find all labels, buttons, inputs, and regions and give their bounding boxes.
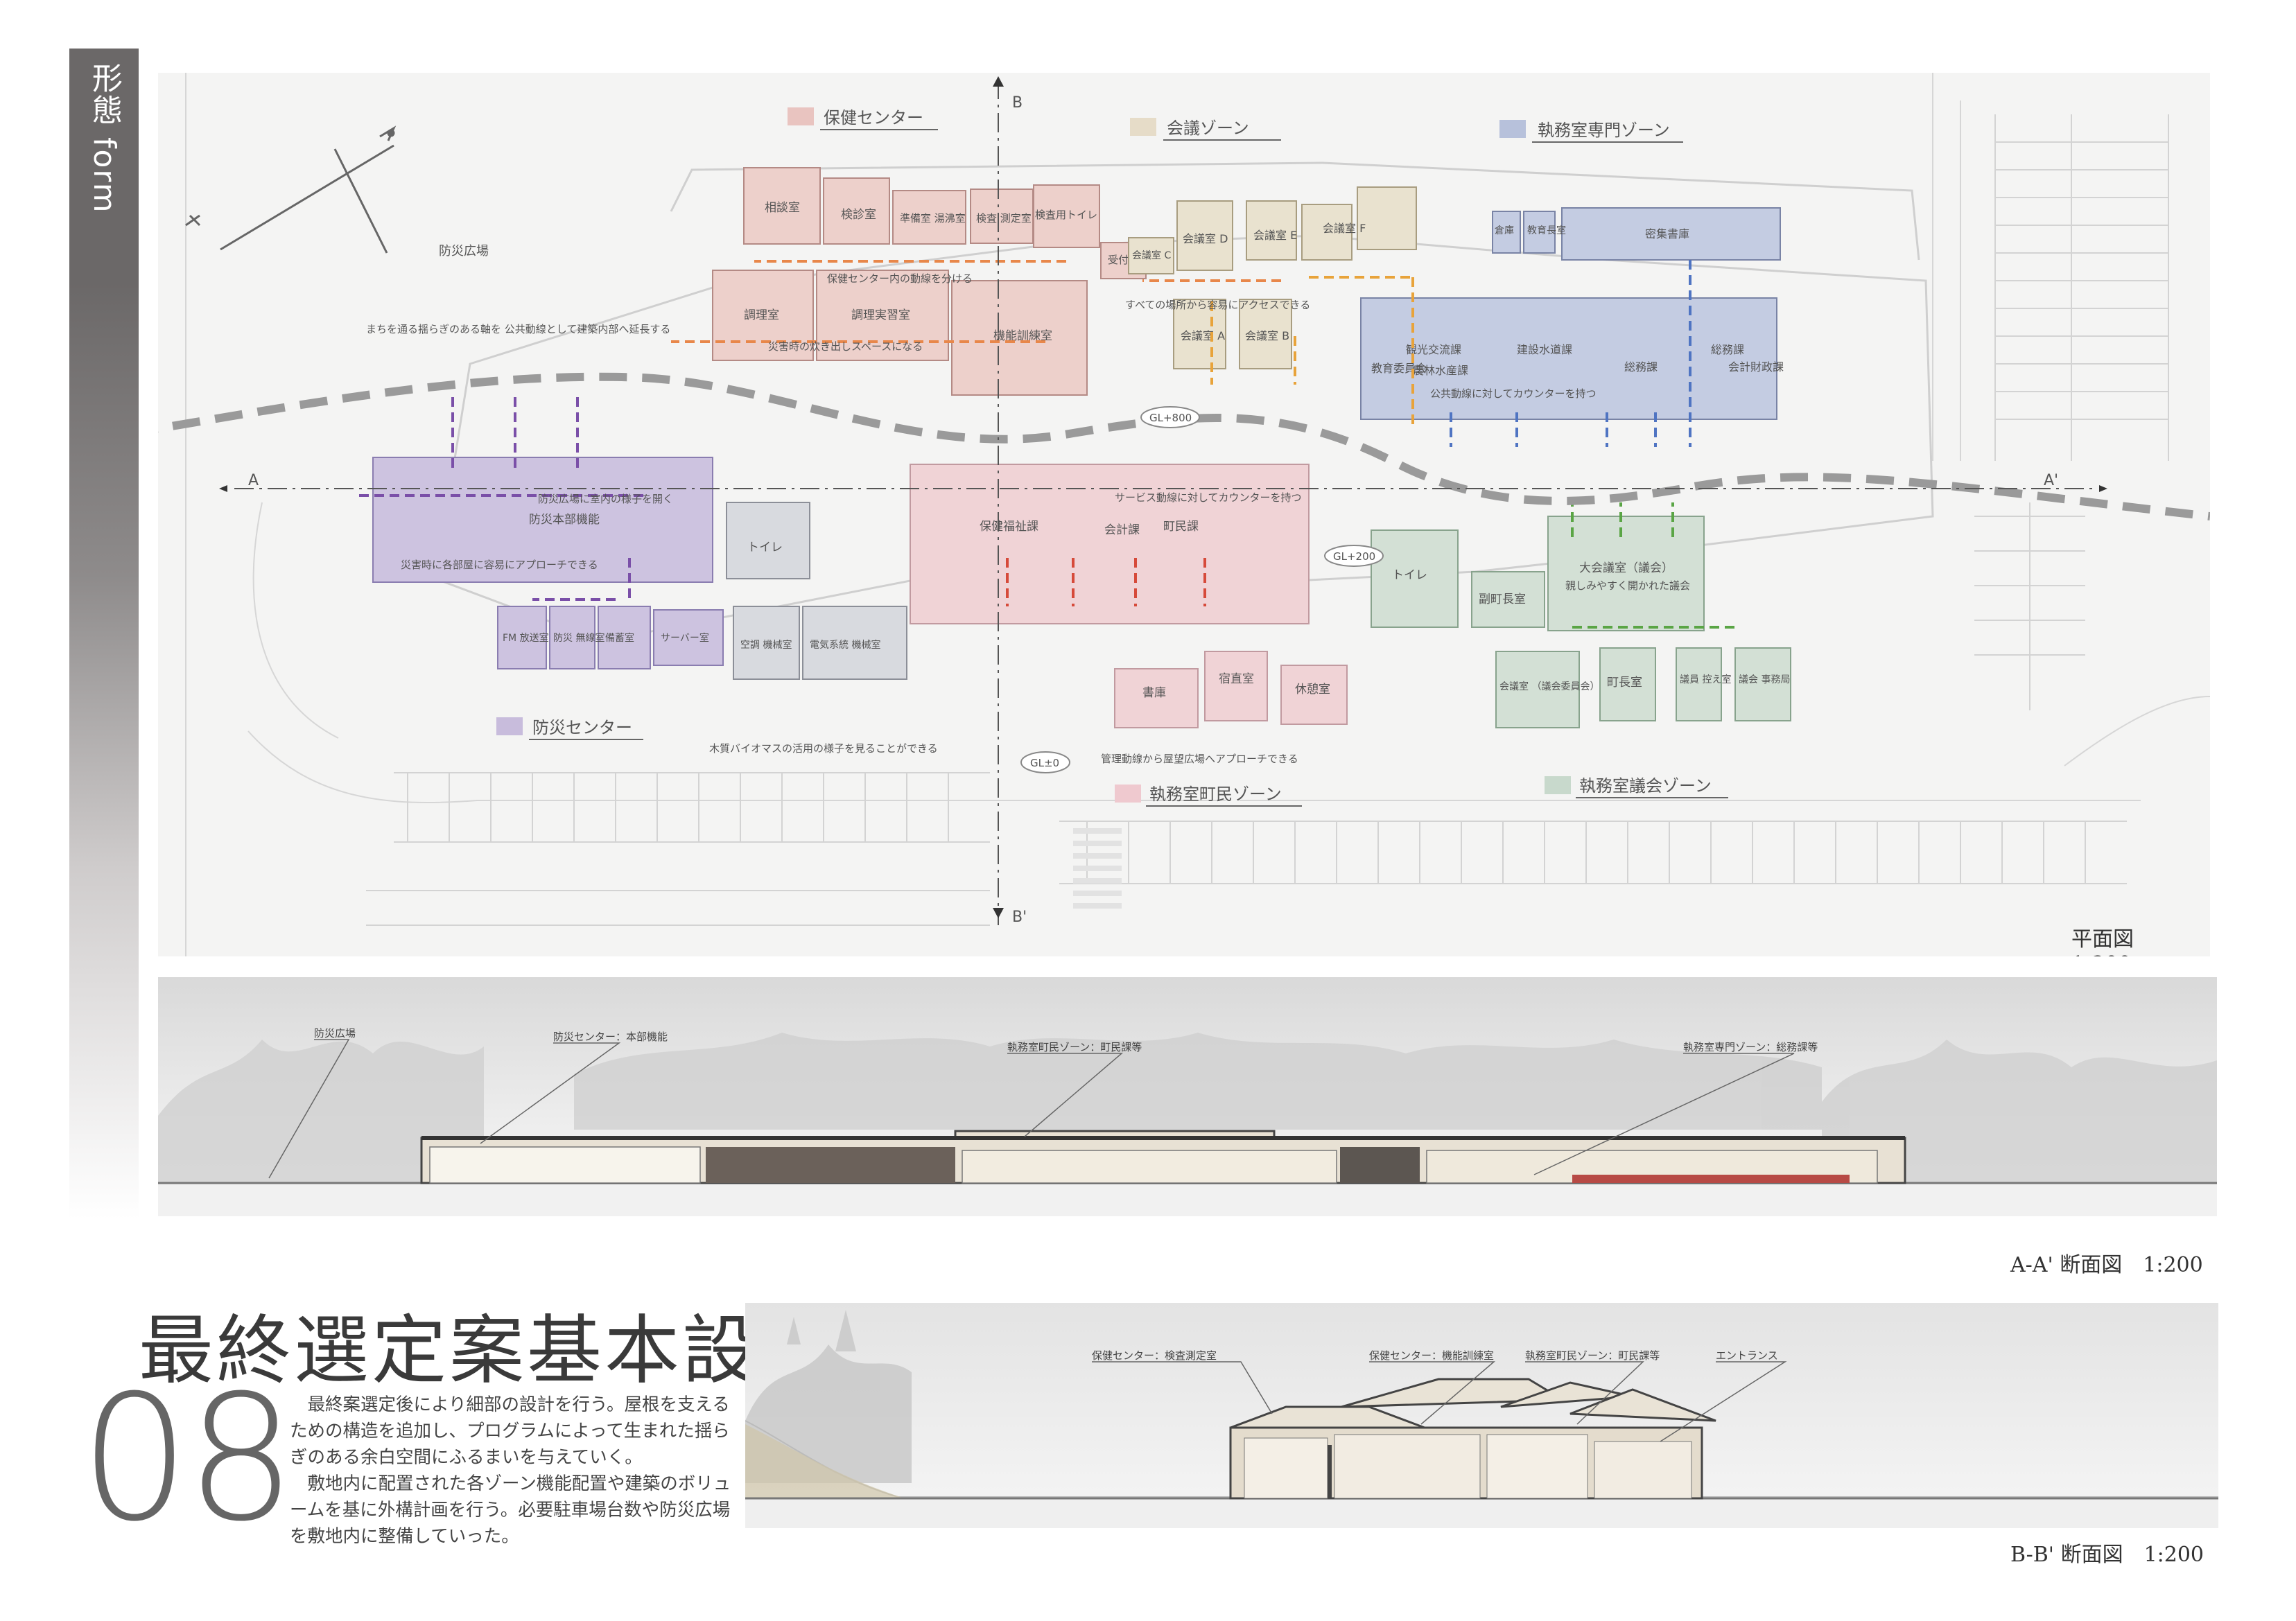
section-b-scale-label: B-B' 断面図 1:200 [2010, 1543, 2204, 1567]
room-health-7: 調理実習室 [851, 308, 910, 322]
section-marker-b-bottom: B' [1012, 909, 1027, 926]
section-a-label-1: 防災広場 [314, 1027, 356, 1040]
side-label: 形態 form [87, 62, 122, 214]
room-town-2: 会計課 [1104, 523, 1140, 537]
section-b-label-3: 執務室町民ゾーン：町民課等 [1525, 1349, 1660, 1362]
section-a-label-4: 執務室専門ゾーン：総務課等 [1683, 1041, 1818, 1053]
room-council-4: 会議室 （議会委員会） [1499, 681, 1599, 692]
room-health-8: 機能訓練室 [993, 329, 1052, 343]
room-health-6: 調理室 [744, 308, 779, 322]
room-town-6: 休憩室 [1295, 683, 1330, 696]
floor-plan-drawing: 防災広場 相談室 検診室 準備室 湯沸室 検査 測定室 検査用トイレ 調理室 調… [158, 73, 2210, 956]
section-b-label-4: エントランス [1716, 1349, 1778, 1362]
annotation-6: 防災広場に室内の様子を開く [538, 493, 673, 505]
annotation-8: 災害時に各部屋に容易にアプローチできる [401, 559, 598, 571]
section-marker-b-top: B [1012, 94, 1023, 112]
floor-plan: 防災広場 相談室 検診室 準備室 湯沸室 検査 測定室 検査用トイレ 調理室 調… [158, 73, 2210, 956]
room-disaster-3: FM 放送室 [503, 632, 549, 644]
room-disaster-8: 電気系統 機械室 [810, 639, 880, 651]
annotation-1: まちを通る揺らぎのある軸を 公共動線として建築内部へ延長する [366, 323, 670, 335]
room-office-4: 観光交流課 [1406, 343, 1461, 356]
room-health-5: 検査用トイレ [1035, 209, 1097, 221]
annotation-11: 管理動線から屋望広場へアプローチできる [1101, 753, 1298, 765]
annotation-4: すべての場所から容易にアクセスできる [1125, 299, 1310, 311]
description-paragraph-1: 最終案選定後により細部の設計を行う。屋根を支えるための構造を追加し、プログラムに… [290, 1394, 730, 1468]
description-paragraph-2: 敷地内に配置された各ゾーン機能配置や建築のボリュームを基に外構計画を行う。必要駐… [290, 1473, 731, 1547]
room-town-5: 宿直室 [1219, 672, 1254, 686]
page-title: 最終選定案基本設計 [139, 1308, 838, 1394]
side-band [69, 49, 139, 1220]
room-council-1: トイレ [1392, 568, 1427, 582]
room-health-9: 受付 [1108, 254, 1129, 266]
zone-label-town: 執務室町民ゾーン [1149, 785, 1282, 804]
annotation-3: 災害時の炊き出しスペースになる [768, 340, 923, 353]
room-disaster-6: サーバー室 [661, 632, 709, 644]
room-meeting-3: 会議室 F [1323, 222, 1366, 235]
room-disaster-1: 防災本部機能 [529, 513, 600, 527]
zone-label-meeting: 会議ゾーン [1167, 119, 1249, 138]
room-disaster-5: 備蓄室 [605, 632, 634, 644]
section-a: 防災広場 防災センター：本部機能 執務室町民ゾーン：町民課等 執務室専門ゾーン：… [158, 977, 2217, 1216]
room-office-9: 会計財政課 [1728, 360, 1784, 374]
section-number: 08 [80, 1358, 296, 1559]
room-council-2: 副町長室 [1479, 593, 1526, 606]
room-office-10: 教育委員会 [1371, 362, 1427, 375]
plan-site-label: 防災広場 [439, 244, 489, 259]
level-gl800: GL+800 [1149, 412, 1192, 424]
annotation-10: 木質バイオマスの活用の様子を見ることができる [709, 742, 938, 755]
zone-legend [496, 107, 1728, 807]
room-council-3: 大会議室（議会） [1579, 561, 1673, 575]
section-a-label-3: 執務室町民ゾーン：町民課等 [1007, 1041, 1142, 1053]
room-disaster-4: 防災 無線室 [553, 632, 605, 644]
room-health-2: 検診室 [841, 208, 876, 222]
room-office-7: 総務課 [1624, 360, 1658, 374]
room-disaster-7: 空調 機械室 [740, 639, 792, 651]
room-council-5: 町長室 [1607, 676, 1642, 690]
annotation-2: 保健センター内の動線を分ける [827, 272, 973, 285]
section-b-label-2: 保健センター：機能訓練室 [1369, 1349, 1495, 1362]
room-office-1: 倉庫 [1495, 225, 1514, 236]
zone-label-office-pro: 執務室専門ゾーン [1538, 121, 1670, 140]
room-town-4: 書庫 [1142, 686, 1166, 700]
level-gl200: GL+200 [1333, 550, 1375, 563]
room-town-3: 町民課 [1163, 520, 1199, 534]
room-health-4: 検査 測定室 [976, 212, 1032, 225]
room-council-7: 議会 事務局 [1739, 674, 1790, 685]
level-gl0: GL±0 [1030, 757, 1059, 769]
room-town-1: 保健福祉課 [980, 520, 1038, 534]
room-health-3: 準備室 湯沸室 [900, 212, 966, 225]
zone-label-disaster: 防災センター [532, 718, 632, 737]
plan-scale-label: 平面図 1:200 [2071, 927, 2155, 956]
room-council-6: 議員 控え室 [1680, 674, 1731, 685]
annotation-9: 親しみやすく開かれた議会 [1565, 579, 1690, 592]
section-a-label-2: 防災センター：本部機能 [553, 1031, 668, 1043]
zone-label-health: 保健センター [824, 108, 923, 128]
room-meeting-2: 会議室 E [1253, 229, 1297, 242]
section-b-label-1: 保健センター：検査測定室 [1092, 1349, 1217, 1362]
room-office-3: 密集書庫 [1645, 227, 1689, 240]
description: 最終案選定後により細部の設計を行う。屋根を支えるための構造を追加し、プログラムに… [290, 1392, 733, 1550]
room-office-5: 農林水産課 [1413, 364, 1468, 377]
room-meeting-4: 会議室 C [1132, 249, 1171, 261]
room-office-8: 総務課 [1711, 343, 1744, 356]
section-a-drawing [158, 977, 2217, 1216]
room-meeting-1: 会議室 D [1183, 232, 1228, 245]
room-office-6: 建設水道課 [1517, 343, 1572, 356]
room-health-1: 相談室 [765, 201, 800, 215]
room-office-2: 教育長室 [1527, 225, 1566, 236]
section-a-scale-label: A-A' 断面図 1:200 [2010, 1253, 2203, 1277]
zone-label-council: 執務室議会ゾーン [1579, 776, 1712, 796]
section-b-drawing [745, 1303, 2218, 1528]
section-marker-a-left: A [248, 472, 259, 489]
room-meeting-5: 会議室 A [1181, 329, 1225, 342]
annotation-5: 公共動線に対してカウンターを持つ [1430, 387, 1597, 400]
room-disaster-2: トイレ [747, 541, 783, 554]
compass [185, 125, 397, 254]
annotation-7: サービス動線に対してカウンターを持つ [1115, 491, 1302, 504]
room-meeting-6: 会議室 B [1245, 329, 1289, 342]
section-marker-a-right: A' [2044, 472, 2058, 489]
section-b: 保健センター：検査測定室 保健センター：機能訓練室 執務室町民ゾーン：町民課等 … [745, 1303, 2218, 1528]
